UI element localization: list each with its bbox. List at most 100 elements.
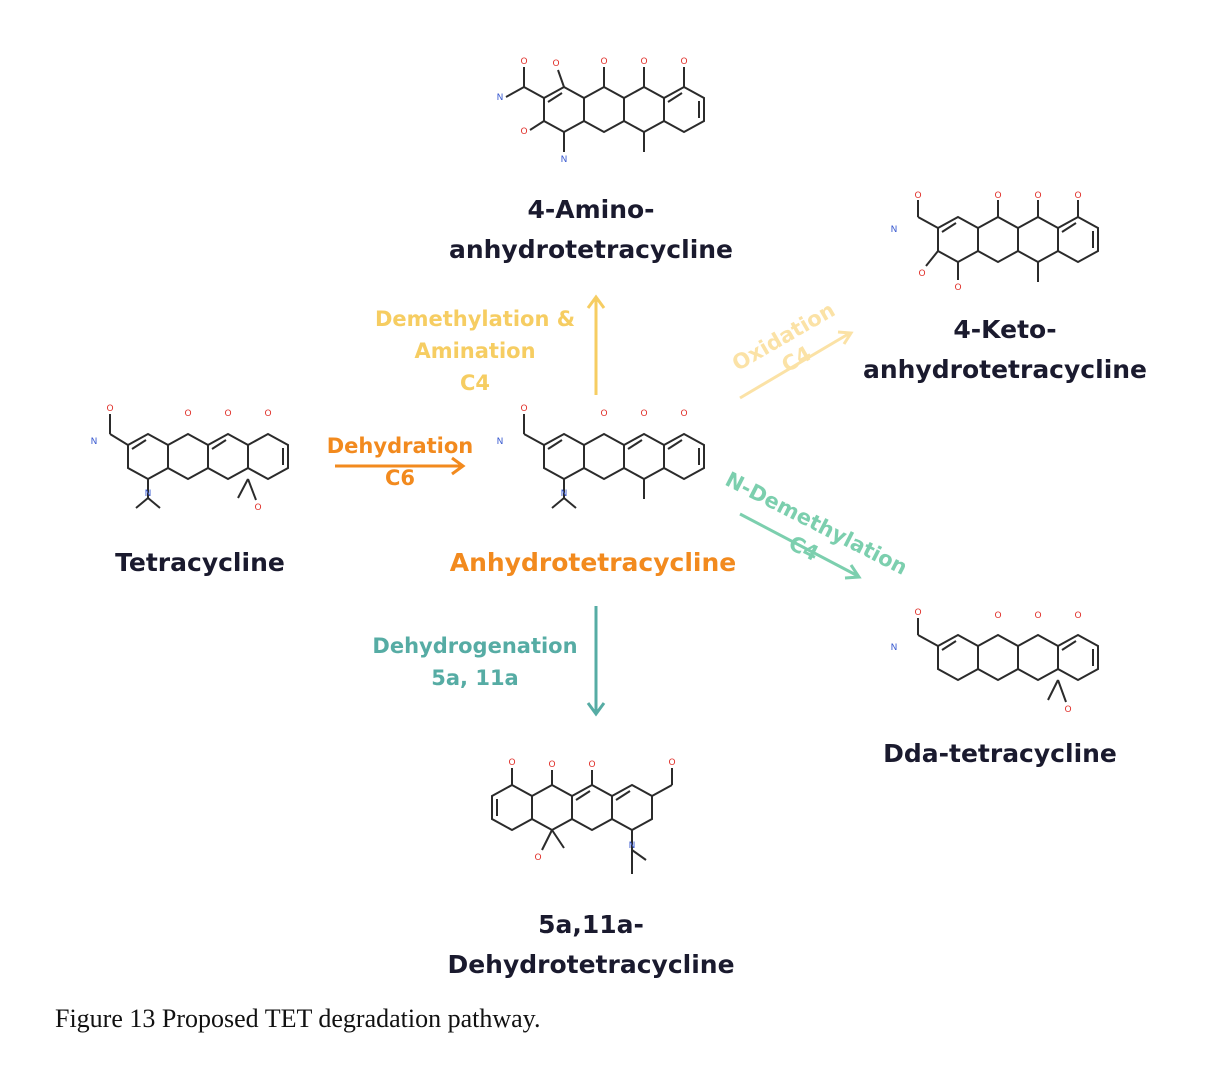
atom-n: N <box>145 489 152 499</box>
atom-o: O <box>1074 611 1081 621</box>
structure-4-amino-anhydrotetracycline: O O O O O O N N <box>497 57 705 165</box>
ring-b <box>167 432 209 481</box>
compound-name-dda-tetracycline: Dda-tetracycline <box>883 739 1117 768</box>
ring-c <box>623 432 665 481</box>
atom-n: N <box>629 841 636 851</box>
atom-o: O <box>106 404 113 414</box>
atom-o: O <box>640 57 647 67</box>
compound-name-anhydrotetracycline: Anhydrotetracycline <box>449 548 737 577</box>
atom-o: O <box>914 608 921 618</box>
arrow-head <box>586 702 606 717</box>
atom-o: O <box>552 59 559 69</box>
ring-d <box>1057 633 1099 682</box>
reaction-label-line: Amination <box>414 339 536 363</box>
arrow-dehydrogenation <box>586 606 606 717</box>
atom-o: O <box>1034 611 1041 621</box>
reaction-label-dehydration: Dehydration C6 <box>320 430 480 494</box>
structure-dda-tetracycline: O O O O O N <box>891 608 1099 715</box>
compound-name-4-amino-anhydrotetracycline: 4-Amino- anhydrotetracycline <box>441 190 741 270</box>
atom-n: N <box>561 489 568 499</box>
atom-n: N <box>497 437 504 447</box>
atom-o: O <box>588 760 595 770</box>
atom-o: O <box>184 409 191 419</box>
atom-o: O <box>914 191 921 201</box>
ring-a <box>127 432 169 481</box>
reaction-label-line: Demethylation & <box>374 307 576 331</box>
reaction-label-line: C6 <box>384 466 416 490</box>
arrow-n-demethylation <box>739 512 862 580</box>
atom-o: O <box>918 269 925 279</box>
atom-n: N <box>891 643 898 653</box>
ring-c <box>1017 215 1059 264</box>
compound-name-5a11a-dehydrotetracycline: 5a,11a- Dehydrotetracycline <box>431 905 751 985</box>
arrow-oxidation <box>739 330 854 400</box>
ring-c <box>207 432 249 481</box>
atom-o: O <box>680 57 687 67</box>
arrow-head <box>586 294 606 309</box>
compound-name-line: Dehydrotetracycline <box>447 950 735 979</box>
reaction-label-dehydrogenation: Dehydrogenation 5a, 11a <box>368 630 582 694</box>
arrow-dehydration <box>335 456 466 476</box>
structure-4-keto-anhydrotetracycline: O O O O O O N <box>891 191 1099 293</box>
atom-o: O <box>224 409 231 419</box>
arrow-shaft <box>739 512 859 578</box>
atom-o: O <box>520 127 527 137</box>
figure-caption: Figure 13 Proposed TET degradation pathw… <box>55 1004 541 1033</box>
atom-n: N <box>561 155 568 165</box>
compound-name-tetracycline: Tetracycline <box>115 548 285 577</box>
structure-anhydrotetracycline: O O O O N N <box>497 404 705 509</box>
atom-n: N <box>91 437 98 447</box>
arrow-demethylation-amination <box>586 294 606 395</box>
atom-o: O <box>1064 705 1071 715</box>
arrow-head <box>837 330 854 345</box>
atom-o: O <box>668 758 675 768</box>
structure-5a11a-dehydrotetracycline: O O O O O N <box>491 758 676 874</box>
atom-o: O <box>520 404 527 414</box>
ring-b <box>583 432 625 481</box>
ring-a <box>543 85 585 134</box>
compound-name-line: 4-Keto- <box>953 315 1057 344</box>
compound-name-4-keto-anhydrotetracycline: 4-Keto- anhydrotetracycline <box>855 310 1155 390</box>
ring-b <box>571 783 613 832</box>
structure-tetracycline: O O O O O N N <box>91 404 289 513</box>
atom-o: O <box>264 409 271 419</box>
reaction-label-line: Dehydrogenation <box>372 634 578 658</box>
ring-d <box>663 432 705 481</box>
ring-a <box>611 783 653 832</box>
ring-c <box>1017 633 1059 682</box>
ring-b <box>977 215 1019 264</box>
compound-name-line: 5a,11a- <box>538 910 644 939</box>
atom-n: N <box>497 93 504 103</box>
reaction-label-line: Dehydration <box>326 434 474 458</box>
ring-c <box>623 85 665 134</box>
ring-a <box>937 633 979 682</box>
atom-o: O <box>548 760 555 770</box>
ring-a <box>543 432 585 481</box>
reaction-label-demethylation-amination: Demethylation & Amination C4 <box>370 303 580 399</box>
arrow-head <box>451 456 466 476</box>
compound-name-line: anhydrotetracycline <box>862 355 1148 384</box>
atom-o: O <box>994 191 1001 201</box>
compound-name-line: 4-Amino- <box>527 195 655 224</box>
compound-name-line: anhydrotetracycline <box>448 235 734 264</box>
atom-o: O <box>954 283 961 293</box>
atom-o: O <box>640 409 647 419</box>
ring-c <box>531 783 573 832</box>
reaction-label-line: C4 <box>459 371 491 395</box>
atom-o: O <box>600 409 607 419</box>
atom-o: O <box>534 853 541 863</box>
arrow-shaft <box>739 331 851 400</box>
atom-o: O <box>680 409 687 419</box>
atom-o: O <box>520 57 527 67</box>
atom-o: O <box>600 57 607 67</box>
ring-d <box>247 432 289 481</box>
ring-b <box>977 633 1019 682</box>
atom-o: O <box>1034 191 1041 201</box>
reaction-label-line: 5a, 11a <box>431 666 519 690</box>
ring-a <box>937 215 979 264</box>
atom-o: O <box>1074 191 1081 201</box>
ring-b <box>583 85 625 134</box>
atom-o: O <box>254 503 261 513</box>
